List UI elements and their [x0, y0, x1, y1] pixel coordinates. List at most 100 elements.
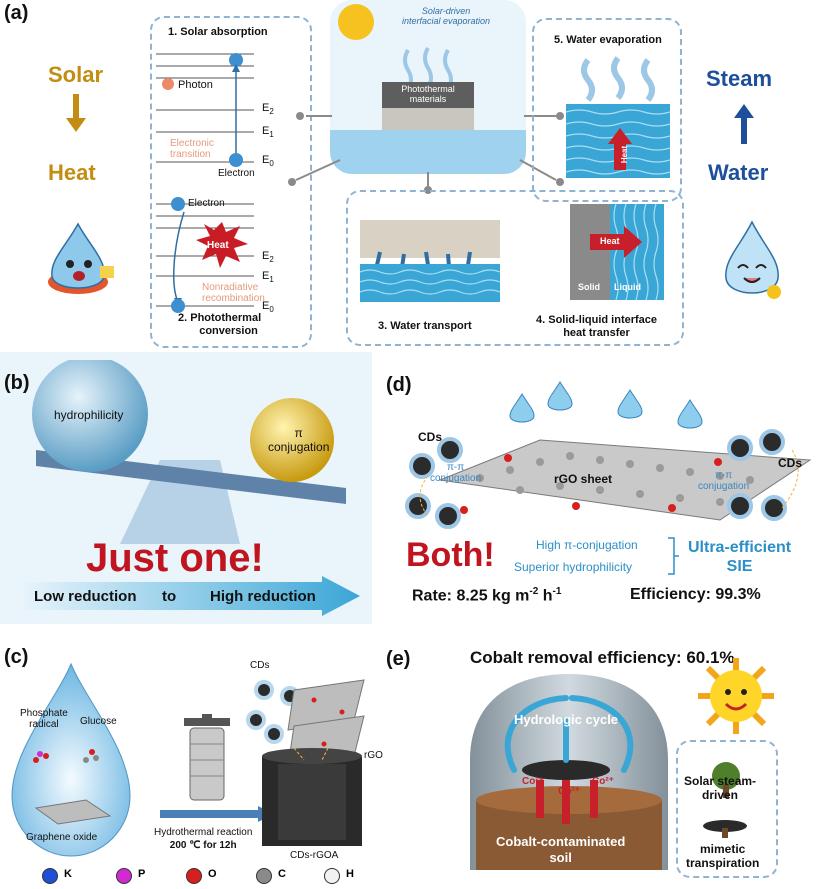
autoclave-icon: [180, 714, 234, 809]
co-label-3: Co²⁺: [592, 776, 614, 787]
connectors: [0, 0, 830, 365]
legend-label-o: O: [208, 868, 217, 880]
sun-icon: [696, 656, 776, 741]
to-label: to: [162, 588, 177, 605]
hot-droplet-mascot-icon: [38, 220, 118, 309]
legend-label-h: H: [346, 868, 354, 880]
legend-label-p: P: [138, 868, 146, 880]
heat-label: Heat: [48, 160, 96, 185]
bell-jar-illustration: [454, 670, 684, 889]
evaporation-illustration: [565, 52, 674, 187]
co-label-1: Co²⁺: [522, 776, 544, 787]
cds-left-label: CDs: [418, 430, 443, 444]
panel-b-letter: (b): [4, 372, 30, 394]
cds-rgoa-label: CDs-rGOA: [290, 850, 339, 861]
legend-swatch-p: [116, 868, 132, 884]
central-evaporation-scene: [330, 0, 526, 174]
product-illustration: [244, 660, 374, 865]
transpiration-box: [676, 740, 778, 878]
e1-label-bot: E1: [262, 270, 274, 285]
just-one-label: Just one!: [86, 536, 264, 580]
step5-label: 5. Water evaporation: [554, 34, 662, 46]
seesaw-illustration: [20, 356, 370, 565]
step3-label: 3. Water transport: [378, 320, 472, 332]
heat-right-label: Heat: [600, 236, 620, 246]
panel-c-letter: (c): [4, 646, 29, 668]
legend-label-k: K: [64, 868, 72, 880]
rgo-sheet-illustration: [400, 380, 828, 545]
graphene-oxide-label: Graphene oxide: [26, 832, 98, 843]
solar-absorption-box: [150, 16, 312, 348]
heat-up-label: Heat: [620, 145, 630, 164]
happy-droplet-mascot-icon: [712, 218, 792, 311]
bracket: [666, 536, 680, 581]
evaporator-icon: [700, 818, 750, 843]
water-evaporation-box: [532, 18, 682, 202]
legend-swatch-h: [324, 868, 340, 884]
electron-label-2: Electron: [188, 198, 225, 209]
down-arrow-icon: [64, 94, 88, 139]
panel-a-letter: (a): [4, 2, 29, 24]
solid-label: Solid: [578, 282, 600, 292]
superior-hydrophilicity-label: Superior hydrophilicity: [514, 560, 633, 574]
panel-e-letter: (e): [386, 648, 411, 670]
high-pi-label: High π-conjugation: [536, 538, 638, 552]
e0-label-top: E0: [262, 154, 274, 169]
up-arrow-icon: [732, 104, 756, 151]
e2-label-bot: E2: [262, 250, 274, 265]
transport-heat-box: [346, 190, 684, 346]
hydrophilicity-label: hydrophilicity: [54, 408, 124, 422]
step1-label: 1. Solar absorption: [168, 26, 268, 38]
rgo-sheet-label: rGO sheet: [554, 472, 613, 486]
water-label: Water: [708, 160, 769, 185]
both-label: Both!: [406, 536, 495, 574]
cds-c-label: CDs: [250, 660, 270, 671]
legend-swatch-o: [186, 868, 202, 884]
photon-label: Photon: [178, 79, 213, 91]
e2-label-top: E2: [262, 102, 274, 117]
heat-burst-label: Heat: [207, 240, 229, 251]
atom-legend: K P O C H: [42, 866, 372, 886]
electron-label-1: Electron: [218, 168, 255, 179]
tree-icon: [706, 760, 746, 805]
glucose-label: Glucose: [80, 716, 117, 727]
rate-label: Rate: 8.25 kg m-2 h-1: [412, 586, 562, 605]
efficiency-label: Efficiency: 99.3%: [630, 586, 761, 603]
hydrologic-cycle-label: Hydrologic cycle: [514, 712, 619, 727]
e1-label-top: E1: [262, 125, 274, 140]
solar-label: Solar: [48, 62, 104, 87]
cobalt-removal-title: Cobalt removal efficiency: 60.1%: [470, 648, 735, 667]
legend-swatch-c: [256, 868, 272, 884]
cds-right-label: CDs: [778, 456, 803, 470]
water-transport-illustration: [359, 220, 504, 311]
energy-level-diagram: [154, 44, 304, 349]
low-reduction-label: Low reduction: [34, 588, 137, 605]
legend-label-c: C: [278, 868, 286, 880]
co-label-2: Co²⁺: [558, 786, 580, 797]
steam-label: Steam: [706, 66, 773, 91]
reduction-arrow: [22, 576, 362, 621]
precursor-droplet: [6, 660, 136, 865]
high-reduction-label: High reduction: [210, 588, 316, 605]
panel-d-letter: (d): [386, 374, 412, 396]
e0-label-bot: E0: [262, 300, 274, 315]
liquid-label: Liquid: [614, 282, 641, 292]
rgo-c-label: rGO: [364, 750, 383, 761]
legend-swatch-k: [42, 868, 58, 884]
solid-liquid-illustration: [570, 203, 666, 307]
solar-steam-label: Solar steam-driven: [684, 774, 757, 802]
